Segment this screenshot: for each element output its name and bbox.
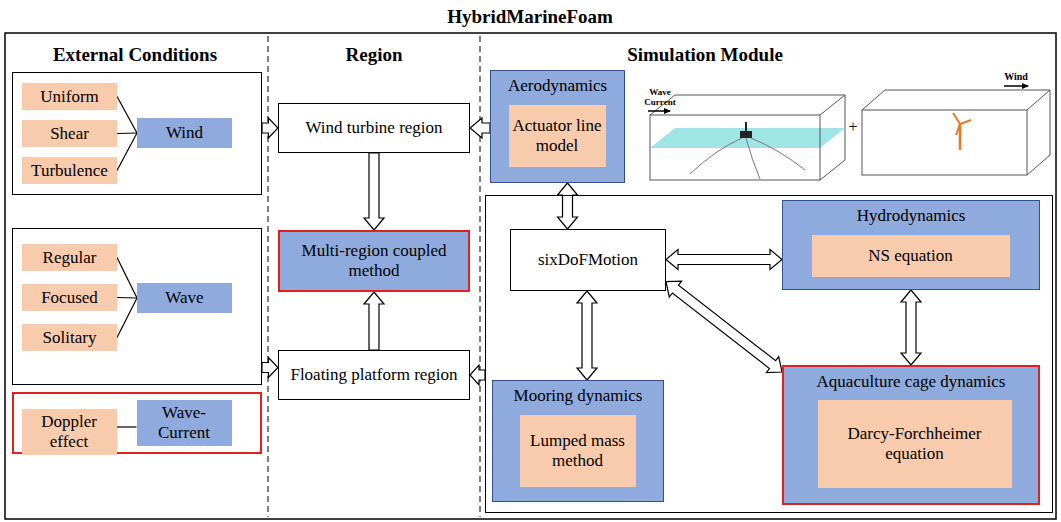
node-text: Uniform: [40, 87, 99, 107]
module-box: AerodynamicsActuator line model: [490, 70, 625, 183]
node-text: Solitary: [43, 328, 97, 348]
column-divider: [480, 36, 481, 517]
option-box: Shear: [22, 120, 117, 147]
diagram-title: HybridMarineFoam: [447, 7, 613, 28]
node-text: Actuator line model: [512, 116, 603, 155]
link-line: [117, 132, 137, 134]
option-box: Darcy-Forchheimer equation: [818, 400, 1012, 488]
solver-box: sixDoFMotion: [510, 229, 666, 291]
module-title: Aquaculture cage dynamics: [784, 372, 1038, 392]
link-line: [117, 298, 137, 338]
node-text: Focused: [41, 288, 98, 308]
module-title: Mooring dynamics: [493, 386, 663, 406]
node-text: Multi-region coupled method: [283, 241, 465, 280]
node-text: Wave: [165, 288, 203, 308]
link-line: [117, 297, 137, 299]
flow-arrow: [470, 365, 485, 385]
link-line: [117, 133, 137, 171]
node-text: Lumped mass method: [523, 431, 633, 470]
flow-arrow: [666, 250, 782, 270]
region-box: Floating platform region: [278, 350, 470, 400]
flow-arrow: [558, 183, 578, 229]
node-text: sixDoFMotion: [538, 250, 638, 270]
highlight-box: Multi-region coupled method: [278, 230, 470, 292]
wave-domain-sketch: [648, 95, 845, 180]
module-box: Hydrodynamics NS equation: [782, 200, 1040, 290]
module-box: Mooring dynamicsLumped mass method: [492, 380, 664, 502]
link-line: [117, 426, 137, 427]
flow-arrow: [364, 292, 384, 350]
flow-arrow: [901, 290, 921, 365]
outer-frame: [5, 33, 1056, 519]
node-text: Floating platform region: [290, 365, 457, 385]
node-text: Wave-Current: [140, 403, 229, 442]
option-box: Focused: [22, 284, 117, 311]
flow-arrow: [666, 281, 782, 372]
node-text: Regular: [43, 248, 97, 268]
category-box: Wave: [137, 283, 232, 313]
node-text: Wind turbine region: [305, 118, 442, 138]
node-text: Wind: [166, 123, 203, 143]
option-box: Uniform: [22, 83, 117, 110]
flow-arrow: [262, 118, 278, 138]
section-header: Region: [346, 45, 403, 66]
node-text: Doppler effect: [25, 412, 114, 451]
option-box: Actuator line model: [509, 105, 606, 167]
section-header: Simulation Module: [627, 45, 783, 66]
node-text: NS equation: [868, 246, 953, 266]
flow-arrow: [470, 118, 490, 138]
category-box: Wind: [137, 118, 232, 148]
option-box: NS equation: [812, 235, 1010, 277]
option-box: Solitary: [22, 324, 117, 351]
section-header: External Conditions: [53, 45, 217, 66]
flow-arrow: [577, 291, 597, 380]
wind-domain-sketch: [862, 86, 1050, 175]
plus-sign: +: [848, 118, 857, 136]
category-box: Wave-Current: [137, 400, 232, 446]
option-box: Regular: [22, 244, 117, 271]
region-box: Wind turbine region: [278, 103, 470, 153]
flow-arrow: [262, 358, 278, 378]
group-box: sixDoFMotion Hydrodynamics NS equationMoor…: [485, 195, 1053, 513]
option-box: Doppler effect: [22, 409, 117, 455]
module-title: Aerodynamics: [491, 76, 624, 96]
highlight-box: Aquaculture cage dynamicsDarcy-Forchheim…: [782, 365, 1040, 505]
link-line: [117, 258, 137, 299]
node-text: Turbulence: [31, 161, 108, 181]
node-text: Darcy-Forchheimer equation: [821, 424, 1009, 463]
group-box: RegularFocusedSolitary Wave: [12, 228, 262, 385]
column-divider: [268, 36, 269, 517]
sketch-label: Wave Current: [640, 88, 680, 108]
option-box: Lumped mass method: [520, 415, 636, 487]
link-line: [117, 97, 137, 134]
flow-arrow: [364, 153, 384, 230]
sketch-label: Wind: [1004, 71, 1028, 82]
option-box: Turbulence: [22, 157, 117, 184]
group-box: UniformShearTurbulence Wind: [12, 72, 262, 195]
node-text: Shear: [50, 124, 89, 144]
highlight-group: Doppler effect Wave-Current: [12, 392, 262, 454]
module-title: Hydrodynamics: [783, 206, 1039, 226]
